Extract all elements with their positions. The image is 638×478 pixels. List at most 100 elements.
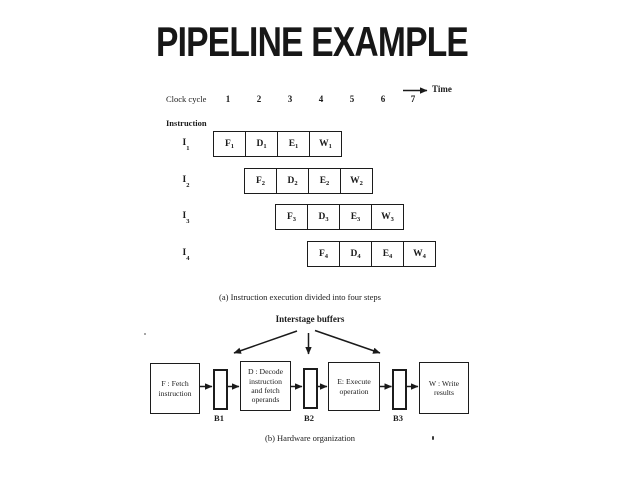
cell-subscript: 2 bbox=[359, 180, 363, 187]
cell-subscript: 4 bbox=[422, 253, 426, 260]
row-label-text: I bbox=[182, 248, 187, 258]
cell-subscript: 2 bbox=[294, 180, 298, 187]
scan-speck bbox=[432, 436, 434, 440]
time-axis-label: Time bbox=[432, 84, 452, 94]
cell-text: F bbox=[286, 212, 293, 222]
cell-text: F bbox=[318, 249, 325, 259]
stage-text-line: D : Decode bbox=[247, 367, 283, 377]
scan-speck bbox=[144, 333, 146, 335]
clock-cycle-number: 1 bbox=[225, 94, 231, 104]
stage-write-box: W : Write results bbox=[419, 362, 469, 414]
cell-text: E bbox=[382, 249, 390, 259]
cell-subscript: 1 bbox=[295, 143, 299, 150]
row-label-text: I bbox=[182, 211, 187, 221]
cell-text: D bbox=[287, 176, 295, 186]
instruction-heading: Instruction bbox=[166, 118, 207, 128]
cell-text: W bbox=[381, 212, 391, 222]
interstage-buffer-arrows-icon bbox=[233, 329, 381, 355]
clock-cycle-number: 5 bbox=[349, 94, 355, 104]
cell-subscript: 4 bbox=[357, 253, 361, 260]
row-label-i3: I3 bbox=[176, 211, 196, 226]
stage-text-line: W : Write bbox=[428, 378, 460, 388]
buffer-b3-label: B3 bbox=[393, 413, 403, 423]
stage-decode-box: D : Decode instruction and fetch operand… bbox=[240, 361, 291, 411]
clock-cycle-number: 4 bbox=[318, 94, 324, 104]
cell-text: W bbox=[350, 176, 360, 186]
row-label-i4: I4 bbox=[176, 248, 196, 263]
cell-subscript: 4 bbox=[389, 253, 393, 260]
cell-text: D bbox=[256, 139, 264, 149]
clock-cycle-label: Clock cycle bbox=[166, 94, 207, 104]
cell-text: F bbox=[255, 176, 262, 186]
cell-subscript: 2 bbox=[326, 180, 330, 187]
cell-subscript: 1 bbox=[230, 143, 235, 150]
cell-text: W bbox=[319, 139, 329, 149]
buffer-b1-label: B1 bbox=[214, 413, 224, 423]
stage-text-line: operation bbox=[339, 386, 369, 396]
row-label-subscript: 1 bbox=[186, 145, 190, 153]
clock-cycle-number: 3 bbox=[287, 94, 293, 104]
row-label-i1: I1 bbox=[176, 138, 196, 153]
cell-text: D bbox=[350, 249, 358, 259]
cell-subscript: 3 bbox=[292, 216, 297, 223]
cell-text: F bbox=[224, 139, 231, 149]
row-label-subscript: 3 bbox=[186, 218, 190, 226]
stage-text-line: instruction bbox=[249, 376, 282, 386]
clock-cycle-number: 7 bbox=[410, 94, 416, 104]
cell-text: D bbox=[318, 212, 326, 222]
cell-text: E bbox=[350, 212, 358, 222]
cell-subscript: 3 bbox=[325, 216, 329, 223]
row-label-subscript: 2 bbox=[186, 182, 190, 190]
caption-a: (a) Instruction execution divided into f… bbox=[219, 292, 381, 302]
stage-text-line: and fetch bbox=[251, 386, 280, 395]
stage-text-line: E: Execute bbox=[337, 377, 371, 387]
cell-text: E bbox=[288, 139, 296, 149]
cell-subscript: 1 bbox=[263, 143, 267, 150]
row-label-i2: I2 bbox=[176, 175, 196, 190]
interstage-buffer-b1 bbox=[213, 369, 228, 410]
stage-fetch-box: F : Fetch instruction bbox=[150, 363, 200, 414]
cell-subscript: 1 bbox=[328, 143, 332, 150]
cell-subscript: 4 bbox=[324, 253, 329, 260]
stage-text-line: F : Fetch bbox=[161, 379, 189, 389]
row-label-subscript: 4 bbox=[186, 255, 190, 263]
buffer-b2-label: B2 bbox=[304, 413, 314, 423]
cell-text: W bbox=[413, 249, 423, 259]
row-label-text: I bbox=[182, 175, 187, 185]
interstage-buffer-b2 bbox=[303, 368, 318, 409]
stage-text-line: operands bbox=[251, 395, 280, 405]
cell-subscript: 2 bbox=[261, 180, 266, 187]
cell-subscript: 3 bbox=[390, 216, 394, 223]
caption-b: (b) Hardware organization bbox=[265, 433, 355, 443]
cell-subscript: 3 bbox=[357, 216, 361, 223]
interstage-buffers-label: Interstage buffers bbox=[275, 314, 345, 324]
stage-execute-box: E: Execute operation bbox=[328, 362, 380, 411]
cell-text: E bbox=[319, 176, 327, 186]
stage-text-line: results bbox=[433, 388, 455, 397]
clock-cycle-number: 6 bbox=[380, 94, 386, 104]
clock-cycle-number: 2 bbox=[256, 94, 262, 104]
row-label-text: I bbox=[182, 138, 187, 148]
